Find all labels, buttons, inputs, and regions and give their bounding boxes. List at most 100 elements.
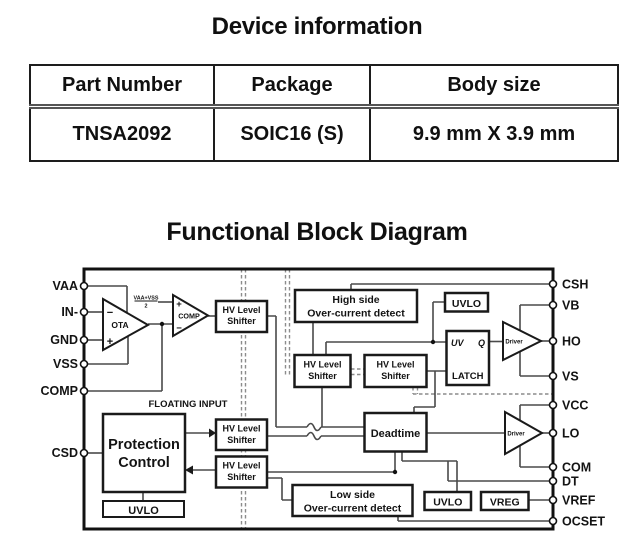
block-comparator: COMP + −: [172, 293, 210, 338]
low-side-line1: Low side: [330, 489, 375, 501]
pin-vss: [79, 359, 89, 369]
block-deadtime: Deadtime: [363, 411, 428, 453]
block-uvlo-protection: UVLO: [102, 500, 185, 518]
pin-label-vcc: VCC: [562, 399, 588, 413]
driver-label: Driver: [505, 340, 523, 346]
pin-label-com: COM: [562, 461, 591, 475]
block-high-side-over-current-detect: High side Over-current detect: [293, 288, 419, 324]
pin-label-vb: VB: [562, 299, 579, 313]
junction-dot: [430, 339, 436, 345]
pin-vcc: [548, 400, 558, 410]
arrow-into-hv-shifter: [209, 428, 216, 438]
frac-vaa-vss-over-2: VAA+VSS 2: [134, 296, 159, 310]
hv-shifter-line2: Shifter: [227, 316, 256, 326]
comp-minus-input: −: [176, 323, 182, 334]
hv-shifter-line2: Shifter: [308, 371, 337, 381]
block-hv-level-shifter-mid-right: HV Level Shifter: [363, 353, 428, 389]
col-header-package: Package: [213, 64, 371, 109]
functional-block-diagram-title: Functional Block Diagram: [166, 218, 468, 246]
deadtime-label: Deadtime: [371, 428, 421, 440]
block-driver-low-side: Driver: [504, 410, 545, 456]
high-side-line2: Over-current detect: [307, 308, 405, 320]
high-side-line1: High side: [332, 294, 379, 306]
comparator-label: COMP: [178, 312, 200, 321]
cell-body-size: 9.9 mm X 3.9 mm: [369, 105, 619, 162]
junction-dot: [392, 469, 398, 475]
latch-q-label: Q: [478, 338, 485, 348]
pin-label-vref: VREF: [562, 494, 596, 508]
protection-line1: Protection: [108, 437, 180, 453]
latch-uv-label: UV: [451, 338, 464, 348]
pin-in-minus: [79, 307, 89, 317]
block-hv-level-shifter-mid-left: HV Level Shifter: [293, 353, 352, 389]
pin-vaa: [79, 281, 89, 291]
junction-dot: [159, 321, 165, 327]
block-hv-level-shifter-low-upper: HV Level Shifter: [214, 418, 269, 452]
block-ota: OTA − +: [102, 297, 151, 352]
device-information-table: Part Number Package Body size TNSA2092 S…: [29, 64, 619, 162]
block-vreg: VREG: [479, 490, 530, 512]
pin-label-ho: HO: [562, 335, 581, 349]
pin-csd: [79, 448, 89, 458]
cell-package: SOIC16 (S): [213, 105, 371, 162]
block-protection-control: Protection Control: [101, 412, 187, 494]
hv-shifter-line1: HV Level: [222, 305, 260, 315]
cell-part-number: TNSA2092: [29, 105, 215, 162]
hv-shifter-line1: HV Level: [222, 461, 260, 471]
block-hv-level-shifter-low-lower: HV Level Shifter: [214, 455, 269, 489]
hv-shifter-line2: Shifter: [381, 371, 410, 381]
latch-label: LATCH: [452, 371, 484, 382]
block-low-side-over-current-detect: Low side Over-current detect: [291, 483, 414, 518]
pin-label-vs: VS: [562, 370, 579, 384]
uvlo-label: UVLO: [128, 505, 159, 517]
table-header-row: Part Number Package Body size: [29, 64, 619, 109]
diagram-wires: [87, 283, 550, 522]
device-information-title: Device information: [211, 13, 423, 40]
ota-minus-input: −: [107, 307, 113, 319]
low-side-line2: Over-current detect: [304, 503, 402, 515]
ota-plus-input: +: [107, 336, 113, 348]
pin-vb: [548, 300, 558, 310]
hv-shifter-line1: HV Level: [303, 360, 341, 370]
block-uvlo-low-side: UVLO: [423, 490, 473, 512]
col-header-body-size: Body size: [369, 64, 619, 109]
pin-label-comp: COMP: [41, 384, 79, 398]
pin-ocset: [548, 516, 558, 526]
block-driver-high-side: Driver: [502, 320, 544, 362]
pin-vref: [548, 495, 558, 505]
frac-numerator: VAA+VSS: [134, 296, 159, 302]
hv-shifter-line1: HV Level: [222, 424, 260, 434]
block-uvlo-high-side: UVLO: [443, 291, 490, 313]
pin-label-in-minus: IN-: [61, 305, 78, 319]
chip-outline: [82, 267, 555, 531]
ota-label: OTA: [111, 320, 128, 330]
pin-label-ocset: OCSET: [562, 515, 605, 529]
col-header-part-number: Part Number: [29, 64, 215, 109]
vreg-label: VREG: [490, 497, 520, 509]
pin-label-gnd: GND: [50, 333, 78, 347]
pin-vs: [548, 371, 558, 381]
pin-com: [548, 462, 558, 472]
pin-label-csh: CSH: [562, 278, 588, 292]
pin-label-csd: CSD: [52, 446, 78, 460]
driver-label: Driver: [507, 432, 525, 438]
uvlo-label: UVLO: [452, 298, 481, 310]
pin-ho: [548, 336, 558, 346]
hv-shifter-line2: Shifter: [227, 472, 256, 482]
pin-label-dt: DT: [562, 475, 579, 489]
pins-left: VAA IN- GND VSS COMP CSD: [41, 279, 89, 460]
hv-shifter-line1: HV Level: [376, 360, 414, 370]
pin-label-lo: LO: [562, 427, 580, 441]
pin-label-vaa: VAA: [53, 279, 78, 293]
block-hv-level-shifter-top: HV Level Shifter: [214, 299, 269, 334]
block-uv-latch: UV Q LATCH: [445, 329, 491, 387]
pin-lo: [548, 428, 558, 438]
hv-shifter-line2: Shifter: [227, 435, 256, 445]
table-row: TNSA2092 SOIC16 (S) 9.9 mm X 3.9 mm: [29, 105, 619, 162]
pins-right: CSH VB HO VS VCC LO COM DT VREF OCSET: [548, 278, 605, 529]
comp-plus-input: +: [176, 299, 182, 310]
pin-gnd: [79, 335, 89, 345]
uvlo-label: UVLO: [433, 497, 462, 509]
protection-line2: Control: [118, 455, 170, 471]
floating-input-label: FLOATING INPUT: [149, 399, 228, 410]
